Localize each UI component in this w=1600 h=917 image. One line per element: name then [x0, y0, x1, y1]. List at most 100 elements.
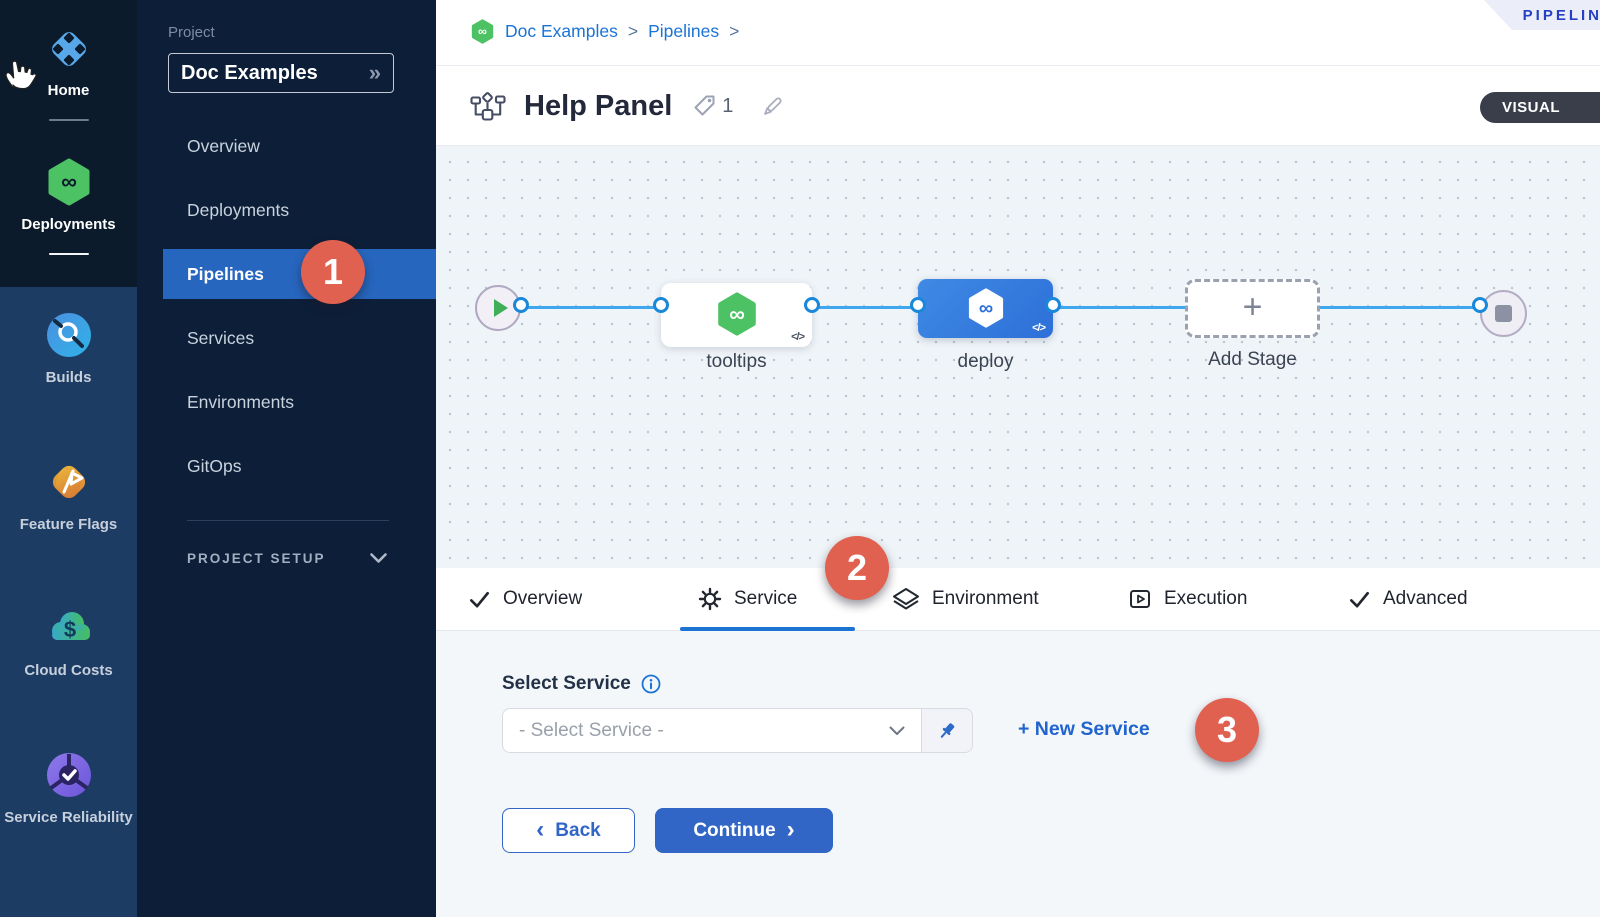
stop-icon: [1495, 305, 1512, 322]
connector-line: [1053, 306, 1185, 309]
svg-text:∞: ∞: [729, 301, 745, 326]
plus-icon: +: [1242, 287, 1263, 326]
title-row: Help Panel 1 VISUAL: [436, 66, 1600, 146]
pipeline-end-node[interactable]: [1480, 290, 1527, 337]
tag-count: 1: [722, 95, 734, 117]
svg-text:∞: ∞: [978, 298, 992, 320]
sidebar-item-cloud-costs[interactable]: $ Cloud Costs: [0, 604, 137, 683]
connector-port: [513, 297, 529, 313]
pin-service-button[interactable]: [922, 708, 973, 753]
sidebar-item-environments[interactable]: Environments: [187, 391, 294, 412]
sidebar-item-label: Home: [47, 82, 90, 99]
continue-button[interactable]: Continue ›: [655, 808, 833, 853]
tab-advanced[interactable]: Advanced: [1348, 568, 1468, 630]
project-picker[interactable]: Doc Examples »: [168, 53, 394, 93]
breadcrumb-link-pipelines[interactable]: Pipelines: [648, 21, 720, 41]
check-icon: [1350, 591, 1369, 608]
svg-text:∞: ∞: [478, 25, 487, 39]
sidebar-item-builds[interactable]: Builds: [0, 311, 137, 390]
chevron-down-icon: [889, 726, 905, 735]
project-harness-icon: ∞: [471, 19, 494, 44]
main-area: ∞ Doc Examples > Pipelines > PIPELIN: [436, 0, 1600, 917]
breadcrumb-separator: >: [729, 21, 740, 41]
feature-flags-icon: [52, 465, 85, 498]
page-title: Help Panel: [524, 90, 673, 122]
project-setup-toggle[interactable]: PROJECT SETUP: [187, 551, 387, 566]
select-service-label: Select Service: [502, 673, 631, 694]
sidebar-item-deployments-nav[interactable]: Deployments: [187, 199, 290, 220]
sidebar-item-label: Cloud Costs: [24, 662, 113, 679]
sidebar-item-feature-flags[interactable]: Feature Flags: [0, 458, 137, 537]
visual-toggle-label: VISUAL: [1502, 99, 1561, 116]
tab-label: Environment: [932, 588, 1039, 609]
code-glyph: </>: [1032, 322, 1046, 334]
connector-line: [812, 306, 918, 309]
connector-line: [1320, 306, 1480, 309]
sidebar-item-pipelines[interactable]: Pipelines: [163, 249, 436, 299]
connector-port: [804, 297, 820, 313]
cloud-costs-icon: $: [51, 612, 90, 642]
environment-layers-icon: [893, 588, 919, 610]
chevron-down-icon: [369, 553, 387, 563]
module-underline: [48, 118, 89, 121]
sidebar-item-label: Builds: [45, 369, 92, 386]
harness-stage-icon: ∞: [717, 292, 756, 336]
visual-yaml-toggle[interactable]: VISUAL: [1480, 92, 1600, 123]
sidebar-item-label: Service Reliability: [4, 808, 133, 826]
select-service-placeholder: - Select Service -: [519, 719, 664, 741]
select-service-dropdown[interactable]: - Select Service -: [502, 708, 922, 753]
ribbon-label: PIPELIN: [1522, 6, 1600, 24]
project-section-label: Project: [168, 24, 215, 41]
project-setup-label: PROJECT SETUP: [187, 551, 326, 566]
project-sidebar: Project Doc Examples » Overview Deployme…: [137, 0, 436, 917]
breadcrumb-link-project[interactable]: Doc Examples: [505, 21, 618, 41]
module-underline-active: [48, 252, 89, 255]
tab-execution[interactable]: Execution: [1128, 568, 1247, 630]
stage-node-tooltips[interactable]: ∞ </>: [661, 283, 812, 347]
service-tab-content: Select Service - Select Service -: [436, 631, 1600, 917]
add-stage-label: Add Stage: [1208, 349, 1297, 370]
sidebar-item-overview[interactable]: Overview: [187, 135, 260, 156]
tab-environment[interactable]: Environment: [892, 568, 1039, 630]
harness-stage-icon: ∞: [968, 288, 1003, 328]
chevron-right-icon: ›: [786, 815, 795, 843]
add-stage-node[interactable]: +: [1185, 279, 1320, 338]
project-name: Doc Examples: [181, 61, 318, 84]
builds-icon: [46, 313, 91, 357]
connector-port: [910, 297, 926, 313]
pipeline-canvas[interactable]: ∞ </> tooltips ∞ </> deploy + Add Stage: [436, 146, 1600, 568]
new-service-link[interactable]: + New Service: [1018, 718, 1150, 740]
tag-icon: [694, 95, 715, 116]
chevron-left-icon: ‹: [536, 815, 545, 843]
tab-label: Overview: [503, 588, 583, 609]
tab-overview[interactable]: Overview: [468, 568, 582, 630]
breadcrumb: ∞ Doc Examples > Pipelines >: [470, 19, 739, 44]
stage-node-deploy[interactable]: ∞ </>: [918, 279, 1053, 338]
tab-service[interactable]: Service: [698, 568, 797, 630]
sidebar-item-label: Deployments: [21, 216, 116, 233]
tab-label: Advanced: [1383, 588, 1468, 609]
svg-text:∞: ∞: [61, 169, 77, 194]
annotation-step-3-badge: 3: [1195, 698, 1259, 762]
sidebar-divider: [187, 520, 389, 521]
sidebar-item-home[interactable]: Home: [0, 26, 137, 121]
project-nav: Overview Deployments Pipelines Services …: [137, 121, 436, 505]
stage-tabbar: Overview Service: [436, 568, 1600, 631]
pipeline-studio-ribbon: PIPELIN: [1484, 0, 1600, 30]
back-button[interactable]: ‹ Back: [502, 808, 635, 853]
connector-port: [1045, 297, 1061, 313]
info-icon[interactable]: [641, 674, 661, 694]
pipeline-start-node[interactable]: [475, 285, 521, 331]
edit-pencil-icon[interactable]: [759, 93, 786, 120]
sidebar-item-services[interactable]: Services: [187, 327, 255, 348]
sidebar-item-gitops[interactable]: GitOps: [187, 455, 242, 476]
check-icon: [470, 591, 489, 608]
gear-icon: [698, 587, 722, 611]
service-reliability-icon: [46, 752, 91, 797]
home-icon: [51, 32, 86, 66]
sidebar-item-service-reliability[interactable]: Service Reliability: [0, 751, 137, 830]
connector-port: [653, 297, 669, 313]
sidebar-item-deployments[interactable]: ∞ Deployments: [0, 158, 137, 255]
module-sidebar: Home ∞ Deployments: [0, 0, 137, 917]
